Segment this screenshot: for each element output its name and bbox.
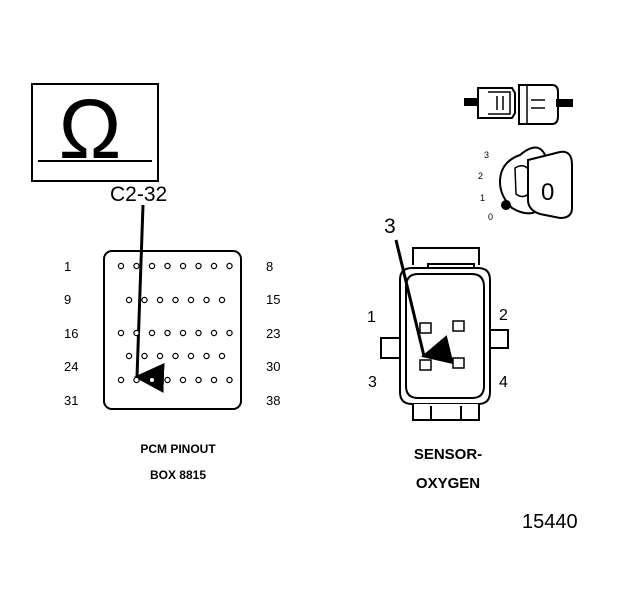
pcm-pin — [133, 262, 140, 270]
pcm-pin — [210, 329, 218, 337]
sensor-terminal-1 — [419, 322, 432, 334]
pcm-row-label-right: 30 — [266, 359, 280, 374]
pcm-pin — [148, 262, 156, 270]
pcm-pin — [179, 262, 187, 270]
ignition-position-label: 2 — [478, 171, 483, 181]
pcm-pin — [218, 296, 226, 304]
ignition-position-label: 3 — [484, 150, 489, 160]
ohmmeter-frame — [31, 83, 159, 182]
pcm-pin — [117, 329, 125, 337]
pcm-right-labels: 8 15 23 30 38 — [266, 259, 280, 408]
ignition-position-label: 0 — [488, 212, 493, 222]
pcm-row-label-right: 15 — [266, 292, 280, 307]
pcm-pin — [133, 376, 140, 384]
pcm-pin — [179, 376, 187, 384]
ignition-switch-icon: 0 3 2 1 0 — [478, 146, 573, 222]
pcm-pin — [179, 329, 187, 337]
pcm-pin — [117, 376, 125, 384]
pcm-pin — [226, 329, 233, 337]
pcm-pin — [195, 329, 202, 337]
pcm-pin-grid — [117, 262, 233, 384]
pcm-pin — [218, 352, 226, 360]
disconnected-connector-icon — [464, 84, 573, 125]
pcm-pin — [164, 376, 171, 384]
pcm-row-label-right: 38 — [266, 393, 280, 408]
pcm-row-label-left: 9 — [64, 292, 71, 307]
pcm-pin — [164, 329, 171, 337]
pcm-pin — [226, 376, 233, 384]
pcm-pin — [156, 352, 164, 360]
sensor-pin-label-2: 2 — [499, 307, 508, 324]
sensor-caption-line2: OXYGEN — [416, 475, 480, 492]
sensor-caption-line1: SENSOR- — [414, 446, 482, 463]
pcm-pin — [210, 262, 218, 270]
pcm-pin — [195, 262, 202, 270]
oxygen-sensor-connector — [380, 247, 509, 421]
pcm-pin — [148, 329, 156, 337]
ohmmeter-symbol: Ω — [31, 82, 159, 182]
pcm-pin — [125, 352, 133, 360]
pcm-connector-frame — [103, 250, 242, 410]
pcm-left-labels: 1 9 16 24 31 — [64, 259, 78, 408]
pcm-row-label-left: 16 — [64, 326, 78, 341]
pcm-pin — [117, 262, 125, 270]
pcm-caption-line2: BOX 8815 — [150, 468, 206, 482]
pcm-pin — [141, 352, 148, 360]
pcm-pin — [187, 296, 195, 304]
sensor-callout-arrow — [394, 239, 454, 365]
pcm-caption-line1: PCM PINOUT — [140, 442, 216, 456]
pcm-pin — [203, 352, 210, 360]
sensor-pin-label-1: 1 — [367, 309, 376, 326]
pcm-row-label-left: 1 — [64, 259, 71, 274]
pcm-pin — [148, 376, 156, 384]
pcm-pin — [187, 352, 195, 360]
pcm-pin — [195, 376, 202, 384]
pcm-pin — [133, 329, 140, 337]
pcm-pin — [226, 262, 233, 270]
pcm-pin — [172, 352, 179, 360]
pcm-pin — [203, 296, 210, 304]
pcm-row-label-left: 24 — [64, 359, 78, 374]
sensor-callout-label: 3 — [384, 215, 396, 238]
sensor-terminal-3 — [419, 359, 432, 371]
sensor-terminal-2 — [452, 320, 465, 332]
pcm-pin — [210, 376, 218, 384]
figure-number: 15440 — [522, 511, 578, 533]
pcm-row-label-left: 31 — [64, 393, 78, 408]
pcm-pin — [156, 296, 164, 304]
pcm-callout-label: C2-32 — [110, 183, 167, 206]
pcm-row-label-right: 23 — [266, 326, 280, 341]
pcm-pin — [172, 296, 179, 304]
ignition-position-label: 1 — [480, 193, 485, 203]
pcm-pin — [141, 296, 148, 304]
pcm-pin — [125, 296, 133, 304]
sensor-pin-label-3: 3 — [368, 374, 377, 391]
pcm-connector — [103, 250, 242, 410]
sensor-terminal-4 — [452, 357, 465, 369]
pcm-row-label-right: 8 — [266, 259, 273, 274]
ignition-key-label: 0 — [541, 179, 554, 206]
pcm-callout-arrow — [134, 204, 165, 393]
pcm-pin — [164, 262, 171, 270]
sensor-pin-label-4: 4 — [499, 374, 508, 391]
